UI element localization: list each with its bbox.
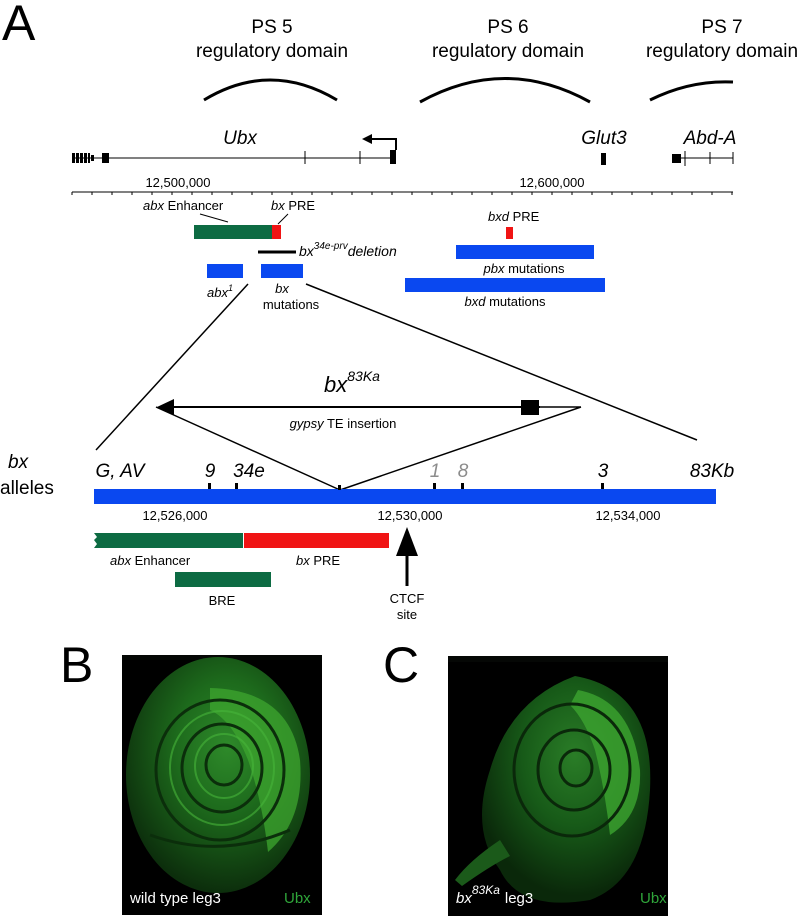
allele-label: 83Kb [690, 461, 734, 482]
ctcf-label-2: site [397, 607, 417, 622]
pbx-mutations-label: pbx mutations [483, 261, 565, 276]
panel-label-b: B [60, 637, 93, 693]
coord-12526000: 12,526,000 [142, 508, 207, 523]
regulatory-features: abx Enhancer bx PRE bx34e-prvdeletion ab… [143, 198, 605, 312]
domain-ps5-sub: regulatory domain [196, 41, 348, 62]
gene-track: Ubx Glut3 Abd-A [72, 128, 736, 166]
bx-pre-bar [272, 225, 281, 239]
bxd-pre-label: bxd PRE [488, 209, 540, 224]
alleles-label-bx: bx [8, 452, 30, 473]
bx-region-bar [94, 489, 716, 504]
leg-disc-c-stalk [455, 840, 510, 886]
bracket-ps7 [649, 80, 734, 102]
coord-12530000: 12,530,000 [377, 508, 442, 523]
abx1-bar [207, 264, 243, 278]
micrograph-b-label: wild type leg3 [129, 890, 221, 907]
allele-label: G, AV [96, 461, 147, 482]
gene-abda-label: Abd-A [683, 128, 737, 149]
abx1-label: abx1 [207, 283, 233, 300]
domain-ps7-name: PS 7 [701, 17, 742, 38]
allele-tick [601, 483, 604, 489]
ubx-first-exon [390, 150, 396, 164]
allele-label: 1 [430, 461, 441, 482]
panel-label-a: A [2, 0, 36, 51]
allele-tick [433, 483, 436, 489]
lower-features: abx Enhancer bx PRE BRE CTCF site [94, 527, 424, 622]
domain-ps5-name: PS 5 [251, 17, 292, 38]
domain-labels: PS 5 regulatory domain PS 6 regulatory d… [196, 17, 798, 62]
ruler-ticks [71, 192, 733, 195]
domain-brackets [203, 77, 734, 104]
bxd-mutations-label: bxd mutations [465, 294, 546, 309]
allele-tick [208, 483, 211, 489]
bracket-ps5 [203, 78, 338, 102]
allele-label: 9 [205, 461, 216, 482]
coord-12500000: 12,500,000 [145, 175, 210, 190]
leg-disc-c-bright [570, 690, 641, 835]
bx-mutations-label-2: mutations [263, 297, 320, 312]
insertion-label: bx83Ka [324, 368, 380, 397]
gene-ubx-label: Ubx [223, 128, 258, 149]
bxd-pre-bar [506, 227, 513, 239]
te-arrowhead-icon [157, 399, 174, 415]
tss-arrowhead-icon [362, 134, 372, 144]
panel-label-c: C [383, 637, 419, 693]
abx-enhancer-label: abx Enhancer [143, 198, 224, 213]
bx-pre-label: bx PRE [271, 198, 315, 213]
gene-glut3-label: Glut3 [581, 128, 627, 149]
micrograph-b-stain: Ubx [284, 890, 311, 907]
bx-pre-bar-lower [244, 533, 389, 548]
allele-label: 34e [233, 461, 265, 482]
zoom-lines [95, 283, 698, 451]
coordinate-ruler-top: 12,500,000 12,600,000 [71, 175, 733, 195]
bre-bar [175, 572, 271, 587]
allele-label: 3 [598, 461, 609, 482]
coord-12534000: 12,534,000 [595, 508, 660, 523]
ubx-exon [102, 153, 109, 163]
bracket-ps6 [419, 77, 591, 104]
bxd-mutations-bar [405, 278, 605, 292]
allele-tick [461, 483, 464, 489]
bx-pre-label-lower: bx PRE [296, 553, 340, 568]
abx-enhancer-bar [194, 225, 272, 239]
abda-exon [672, 154, 681, 163]
coord-12600000: 12,600,000 [519, 175, 584, 190]
ubx-exon-cluster [72, 153, 75, 163]
ctcf-label-1: CTCF [390, 591, 425, 606]
allele-tick [235, 483, 238, 489]
domain-ps6-name: PS 6 [487, 17, 528, 38]
bx-deletion-label: bx34e-prvdeletion [299, 241, 397, 259]
insertion-site-lines [155, 406, 582, 491]
micrograph-b: wild type leg3 Ubx [122, 655, 322, 915]
ubx-tss-arrow [368, 138, 397, 150]
abx-enhancer-bar-lower [94, 533, 243, 548]
leg-disc-b-bright [210, 688, 301, 852]
allele-label: 8 [458, 461, 469, 482]
domain-ps6-sub: regulatory domain [432, 41, 584, 62]
te-insertion-label: gypsy TE insertion [290, 416, 397, 431]
insertion-site-tick [338, 485, 341, 490]
glut3-gene [601, 153, 606, 165]
micrograph-c-stain: Ubx [640, 890, 667, 907]
bx-mutations-bar [261, 264, 303, 278]
alleles-label-text: alleles [0, 478, 54, 499]
pbx-mutations-bar [456, 245, 594, 259]
domain-ps7-sub: regulatory domain [646, 41, 798, 62]
te-ltr-block [521, 400, 539, 415]
abx-enhancer-label-lower: abx Enhancer [110, 553, 191, 568]
bx-mutations-label-1: bx [275, 281, 289, 296]
insertion-diagram: bx83Ka gypsy TE insertion [155, 368, 582, 491]
bre-label: BRE [209, 593, 236, 608]
allele-ticks [208, 483, 604, 490]
ctcf-arrowhead-icon [396, 527, 418, 556]
feature-pointer-lines [199, 213, 289, 225]
